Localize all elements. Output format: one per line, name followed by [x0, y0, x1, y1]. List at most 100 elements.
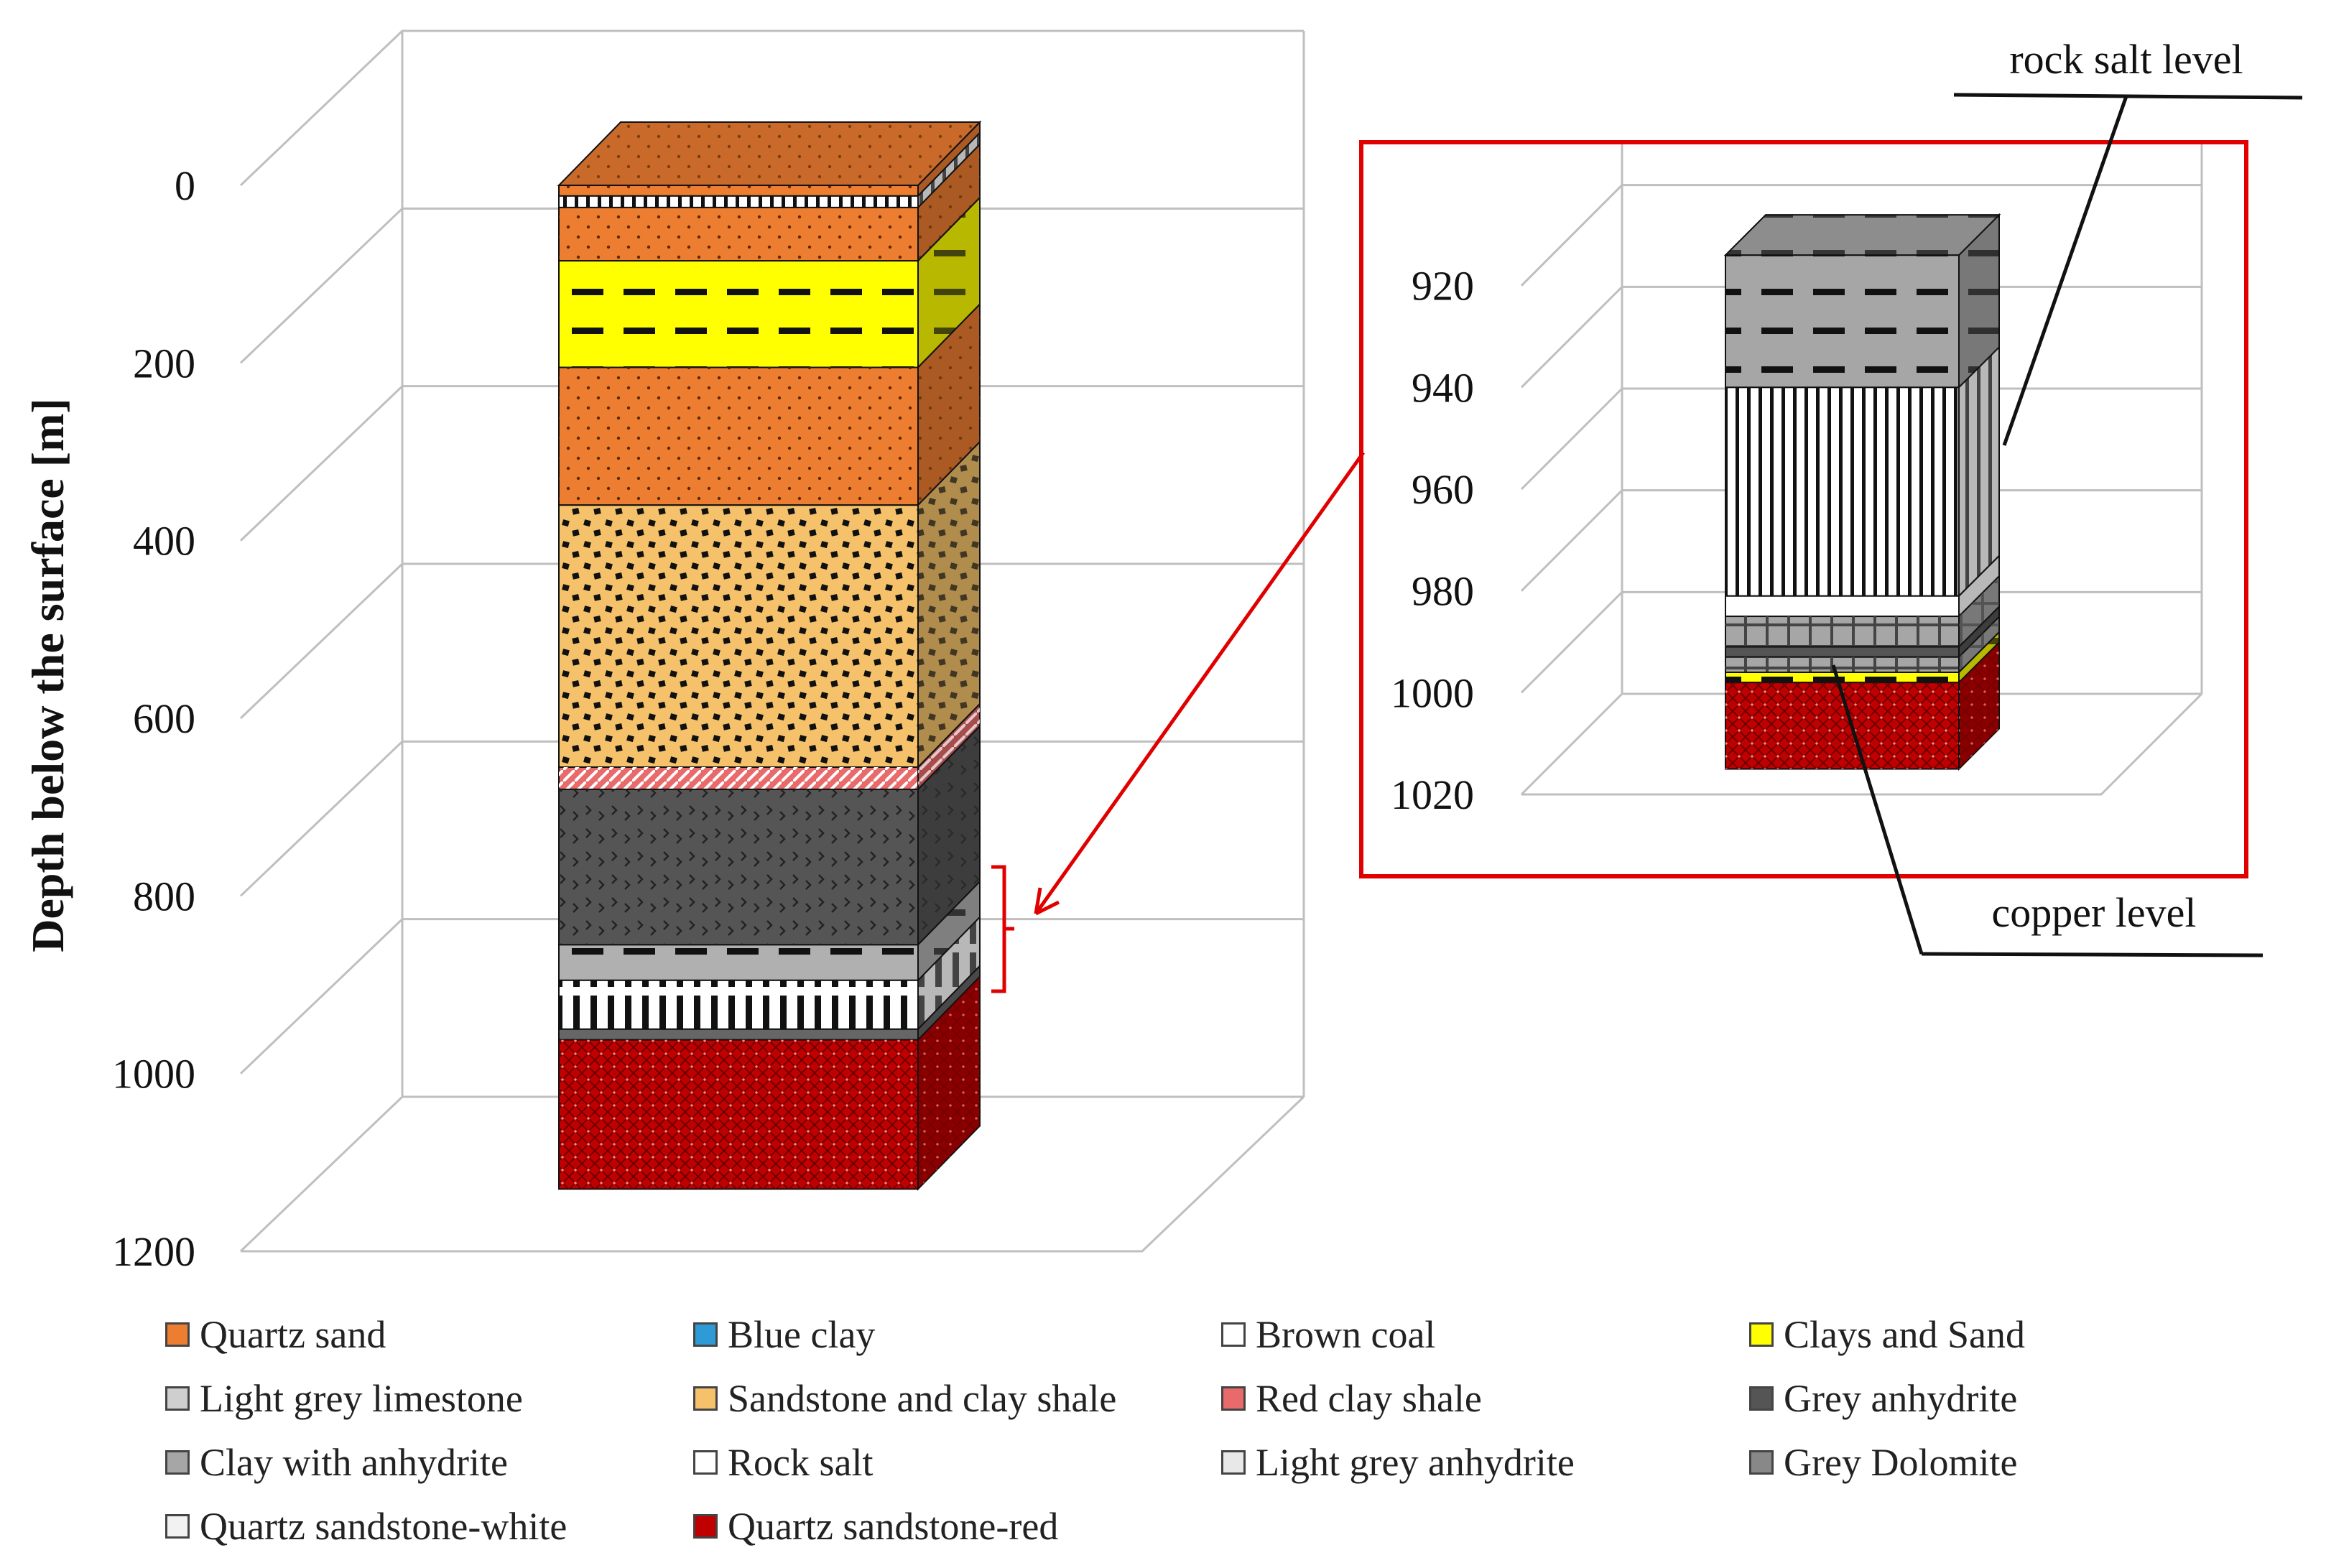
inset-y-tick-label: 980	[1412, 568, 1474, 615]
inset-floor-edge	[1521, 692, 2203, 796]
legend-label: Rock salt	[728, 1441, 874, 1484]
main-layer-quartz-sand	[558, 142, 981, 263]
zoom-arrowhead	[1034, 887, 1060, 916]
legend-label: Quartz sandstone-white	[200, 1505, 567, 1548]
inset-gridline	[1520, 489, 2202, 592]
inset-layer-clays-and-sand	[1725, 630, 2000, 685]
main-layer-brown-coal	[558, 131, 981, 210]
main-y-tick-label: 1200	[112, 1228, 195, 1275]
inset-y-ticks: 920 940 960 980 1000 1020	[1391, 263, 1474, 818]
annotation-rock-salt: rock salt level	[1953, 36, 2303, 446]
legend-label: Light grey limestone	[200, 1377, 523, 1420]
legend-swatch	[165, 1386, 190, 1411]
legend-item: Grey anhydrite	[1749, 1370, 2017, 1427]
legend-label: Grey Dolomite	[1784, 1441, 2018, 1484]
interval-bracket	[991, 865, 1014, 993]
legend-swatch	[693, 1450, 718, 1475]
main-y-tick-label: 600	[133, 695, 195, 742]
legend: Quartz sand Blue clay Brown coal Clays and …	[165, 1306, 2292, 1564]
legend-item: Quartz sandstone-white	[165, 1498, 567, 1555]
legend-swatch	[1221, 1386, 1246, 1411]
legend-item: Brown coal	[1221, 1306, 1435, 1363]
main-depth-chart: 0 200 400 600 800 1000 1200 Depth below the su…	[22, 29, 1305, 1275]
main-y-tick-label: 200	[133, 340, 195, 386]
inset-y-tick-label: 1020	[1391, 771, 1474, 818]
legend-label: Sandstone and clay shale	[728, 1377, 1117, 1420]
zoom-arrow	[1034, 451, 1366, 915]
y-axis-title: Depth below the surface [m]	[22, 398, 73, 952]
copper-level-label: copper level	[1991, 889, 2196, 936]
legend-swatch	[693, 1514, 718, 1539]
main-layer-quartz-sandstone-red	[558, 975, 981, 1191]
legend-label: Quartz sandstone-red	[728, 1505, 1059, 1548]
inset-gridline	[1520, 692, 2202, 796]
legend-label: Clay with anhydrite	[200, 1441, 508, 1484]
annotation-copper: copper level	[1831, 664, 2264, 957]
legend-swatch	[1749, 1450, 1774, 1475]
inset-layer-light-grey-anhydrite	[1723, 213, 2001, 389]
legend-item: Rock salt	[693, 1434, 873, 1491]
main-gridline	[239, 1095, 1304, 1253]
legend-item: Light grey anhydrite	[1221, 1434, 1575, 1491]
inset-gridline	[1520, 387, 2202, 491]
main-y-ticks: 0 200 400 600 800 1000 1200	[112, 162, 195, 1275]
legend-label: Grey anhydrite	[1784, 1377, 2018, 1420]
main-y-tick-label: 1000	[112, 1051, 195, 1098]
inset-layer-quartz-sandstone-white	[1725, 554, 2000, 618]
inset-y-tick-label: 940	[1412, 364, 1474, 411]
main-gridline	[239, 740, 1304, 897]
legend-swatch	[165, 1450, 190, 1475]
legend-item: Sandstone and clay shale	[693, 1370, 1116, 1427]
legend-swatch	[165, 1514, 190, 1539]
legend-label: Blue clay	[728, 1313, 876, 1356]
main-layer-sandstone-and-clay-shale	[558, 440, 981, 769]
main-floor-edge	[241, 1095, 1305, 1253]
main-y-tick-label: 400	[133, 518, 195, 565]
inset-gridline	[1520, 590, 2202, 694]
main-y-tick-label: 800	[133, 873, 195, 919]
main-column	[557, 120, 982, 1191]
rock-salt-level-label: rock salt level	[2009, 36, 2243, 83]
main-gridline	[239, 29, 1304, 187]
main-layer-clay-with-anhydrite	[558, 879, 981, 983]
main-layer-red-clay-shale	[558, 702, 981, 792]
legend-item: Clay with anhydrite	[165, 1434, 508, 1491]
main-gridline	[239, 207, 1304, 364]
legend-item: Grey Dolomite	[1749, 1434, 2017, 1491]
main-y-tick-label: 0	[175, 162, 195, 209]
legend-swatch	[693, 1322, 718, 1347]
legend-label: Clays and Sand	[1784, 1313, 2025, 1356]
legend-label: Red clay shale	[1256, 1377, 1482, 1420]
legend-swatch	[165, 1322, 190, 1347]
legend-swatch	[693, 1386, 718, 1411]
inset-gridline	[1520, 285, 2202, 389]
main-layer-grey-anhydrite	[558, 724, 981, 947]
inset-y-tick-label: 960	[1412, 466, 1474, 513]
legend-item: Quartz sandstone-red	[693, 1498, 1058, 1555]
legend-item: Blue clay	[693, 1306, 875, 1363]
main-layer-quartz-sand	[557, 120, 982, 198]
inset-gridlines	[1520, 144, 2203, 796]
inset-layer-light-grey-limestone	[1725, 574, 2000, 649]
inset-layer-rock-salt	[1725, 345, 2000, 598]
legend-swatch	[1749, 1386, 1774, 1411]
legend-label: Brown coal	[1256, 1313, 1436, 1356]
legend-swatch	[1221, 1322, 1246, 1347]
main-gridline	[239, 562, 1304, 720]
legend-item: Clays and Sand	[1749, 1306, 2025, 1363]
inset-frame	[1359, 140, 2248, 878]
main-layer-clays-and-sand	[558, 195, 981, 369]
legend-label: Light grey anhydrite	[1256, 1441, 1575, 1484]
inset-column	[1723, 213, 2001, 771]
legend-item: Quartz sand	[165, 1306, 386, 1363]
legend-item: Light grey limestone	[165, 1370, 523, 1427]
legend-swatch	[1221, 1450, 1246, 1475]
inset-y-tick-label: 1000	[1391, 669, 1474, 716]
main-layer-rock-salt	[558, 915, 981, 1031]
inset-gridline	[1520, 184, 2202, 287]
inset-depth-chart: 920 940 960 980 1000 1020	[1391, 144, 2203, 818]
main-layer-quartz-sand	[558, 302, 981, 507]
legend-item: Red clay shale	[1221, 1370, 1482, 1427]
zoom-indicator	[991, 451, 1366, 993]
inset-y-tick-label: 920	[1412, 263, 1474, 310]
